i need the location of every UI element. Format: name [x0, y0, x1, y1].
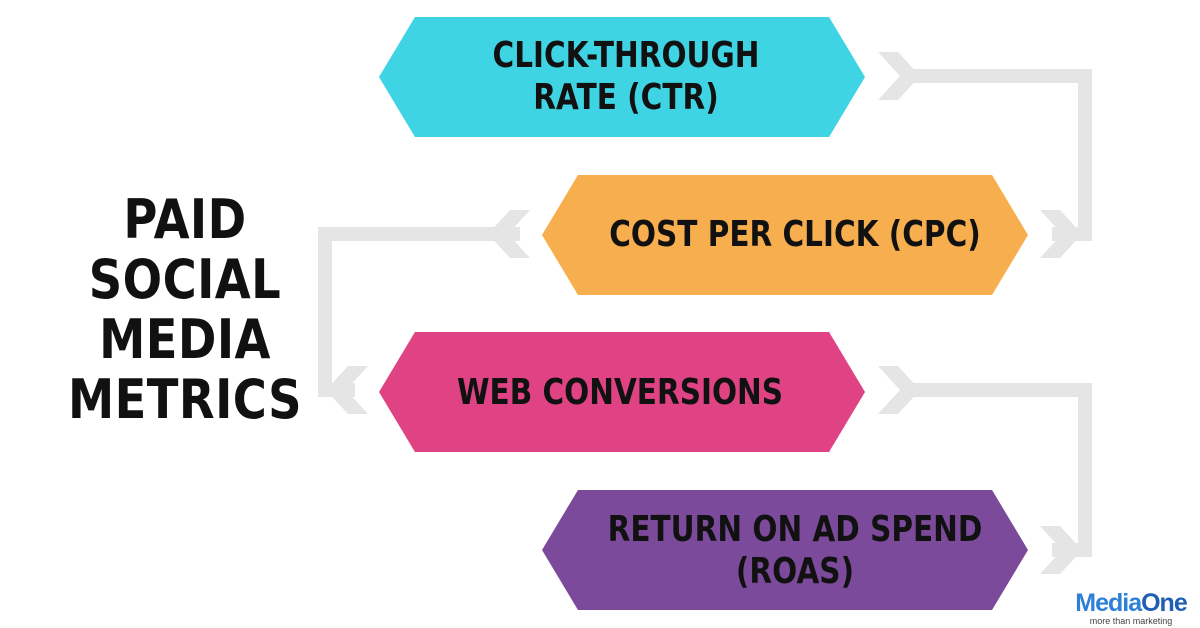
- logo-tagline: more than marketing: [1089, 616, 1173, 626]
- chevron-right-icon: [1040, 210, 1082, 258]
- logo-one-text: One: [1141, 589, 1188, 617]
- logo-media-text: Media: [1075, 589, 1142, 617]
- metric-hex-ctr: [379, 17, 865, 137]
- title-line: PAID SOCIAL: [88, 188, 282, 311]
- metric-label-line: (ROAS): [735, 551, 855, 592]
- logo-wordmark: MediaOne: [1068, 590, 1194, 616]
- metric-label-line: RETURN ON AD SPEND: [607, 509, 983, 550]
- chevron-left-icon: [326, 366, 368, 414]
- metric-label-line: WEB CONVERSIONS: [456, 372, 784, 413]
- chevron-left-icon: [488, 210, 530, 258]
- metric-hex-cpc: [542, 175, 1028, 295]
- metric-label-line: CLICK-THROUGH: [492, 35, 760, 76]
- metric-label-cpc: COST PER CLICK (CPC): [602, 214, 987, 256]
- metric-label-web-conversions: WEB CONVERSIONS: [440, 372, 801, 414]
- chevron-right-icon: [878, 366, 920, 414]
- title-line: MEDIA: [99, 308, 271, 371]
- main-title: PAID SOCIAL MEDIA METRICS: [35, 190, 336, 430]
- metric-hex-roas: [542, 490, 1028, 610]
- chevron-right-icon: [878, 52, 920, 100]
- metric-label-ctr: CLICK-THROUGH RATE (CTR): [462, 35, 790, 119]
- brand-logo: MediaOne more than marketing: [1068, 590, 1194, 626]
- metric-label-roas: RETURN ON AD SPEND (ROAS): [602, 509, 987, 593]
- title-line: METRICS: [67, 368, 303, 431]
- chevron-right-icon: [1040, 526, 1082, 574]
- metric-label-line: COST PER CLICK (CPC): [609, 214, 981, 255]
- metric-label-line: RATE (CTR): [533, 77, 719, 118]
- metric-hex-web-conversions: [379, 332, 865, 452]
